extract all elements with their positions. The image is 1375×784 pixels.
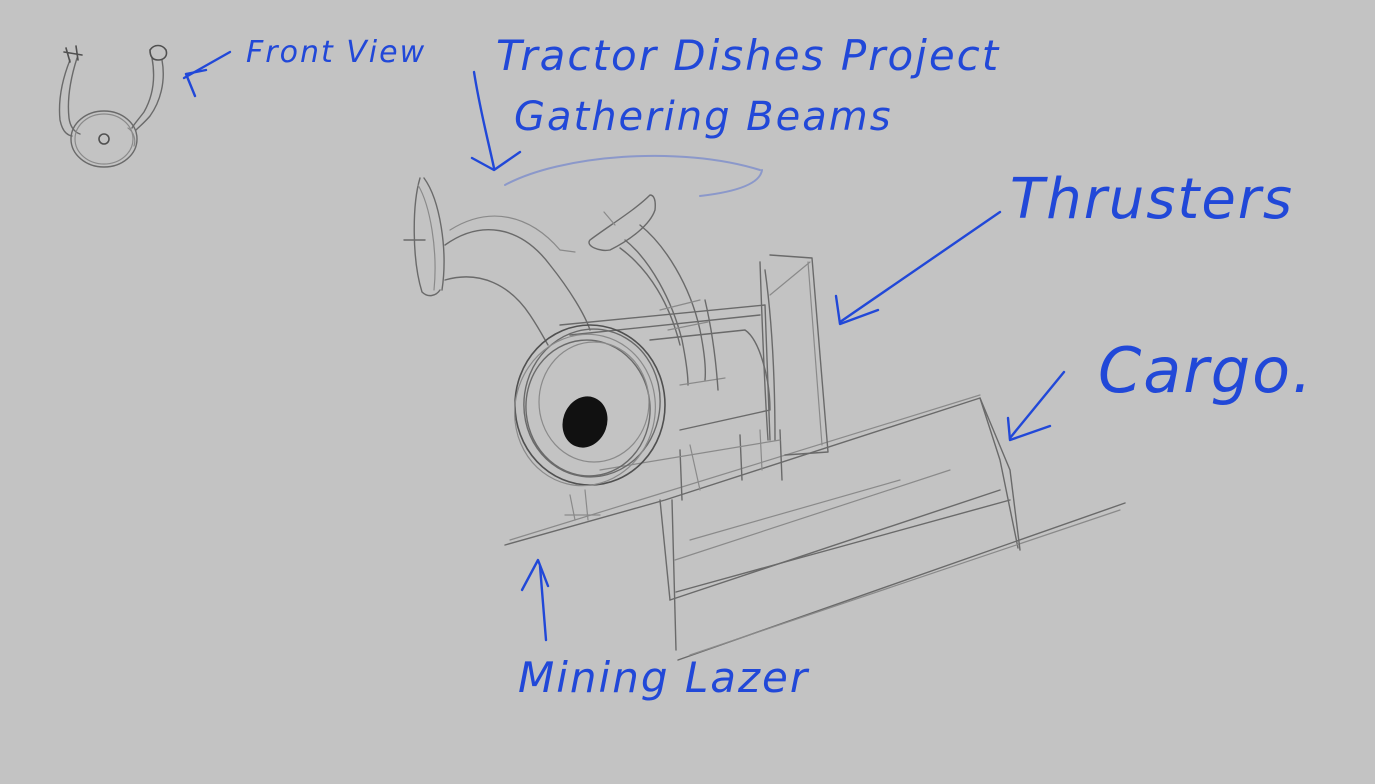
tractor-dishes-arrow — [472, 70, 496, 170]
front-view-thumbnail — [58, 44, 168, 168]
front-view-label: Front View — [246, 35, 426, 70]
mining-lazer-arrow — [538, 564, 548, 642]
gathering-beams-label: Gathering Beams — [514, 94, 893, 140]
cargo-container — [504, 394, 1126, 661]
thruster-block — [559, 254, 829, 501]
lens-core — [562, 396, 608, 448]
mining-lazer-label: Mining Lazer — [518, 653, 810, 702]
mining-laser-lens — [514, 324, 771, 521]
tractor-arms — [444, 215, 726, 391]
gathering-beam-arc — [504, 154, 761, 186]
annotation-labels: Front View Tractor Dishes Project Gather… — [246, 31, 1314, 702]
thrusters-label: Thrusters — [1010, 167, 1294, 232]
annotation-arrows — [182, 50, 1066, 642]
ship-main-body — [403, 177, 1126, 661]
right-tractor-dish — [559, 194, 656, 253]
left-tractor-dish — [403, 177, 445, 297]
cargo-label: Cargo. — [1098, 334, 1314, 407]
thrusters-arrow — [838, 210, 1002, 324]
tractor-dishes-label: Tractor Dishes Project — [496, 31, 1000, 80]
cargo-arrow — [1008, 370, 1066, 440]
